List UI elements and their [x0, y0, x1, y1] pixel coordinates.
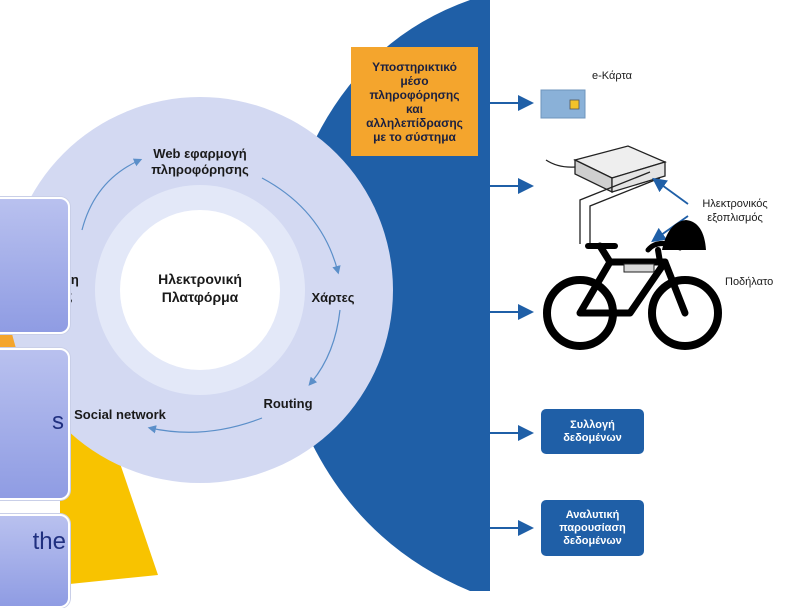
data-collection-box: Συλλογή δεδομένων — [541, 409, 644, 454]
e-card-icon — [540, 89, 586, 119]
e-card-label: e-Κάρτα — [592, 70, 632, 82]
bicycle-label: Ποδήλατο — [725, 276, 774, 288]
side-box-2: s — [0, 348, 70, 500]
ring-item-web-app: Web εφαρμογή πληροφόρησης — [151, 146, 249, 177]
ring-arrow-maps-to-routing — [308, 309, 341, 386]
bicycle-icon — [543, 241, 722, 350]
ring-arrow-web-to-maps — [261, 177, 341, 275]
bicycle-helmet — [662, 220, 706, 250]
data-analysis-box: Αναλυτική παρουσίαση δεδομένων — [541, 500, 644, 556]
side-box-3-text: the — [32, 528, 66, 555]
platform-center — [120, 210, 280, 370]
ring-item-routing: Routing — [263, 396, 313, 411]
side-box-2-text: s — [52, 408, 64, 435]
equipment-arrow-down — [651, 215, 689, 243]
equipment-label: Ηλεκτρονικός εξοπλισμός — [702, 198, 768, 224]
ring-arrow-routing-to-social — [147, 417, 263, 434]
side-box-1 — [0, 197, 70, 334]
support-medium-box: Υποστηρικτικό μέσο πληροφόρησης και αλλη… — [351, 47, 478, 156]
side-box-3: the — [0, 514, 70, 608]
bicycle-device — [623, 263, 655, 273]
ring-item-maps: Χάρτες — [311, 290, 355, 305]
ring-arrow-social-to-web — [81, 158, 143, 231]
equipment-arrow-up — [652, 177, 689, 205]
ring-item-social-network: Social network — [74, 407, 166, 422]
platform-center-label: Ηλεκτρονική Πλατφόρμα — [158, 271, 242, 305]
equipment-icon — [545, 145, 667, 244]
